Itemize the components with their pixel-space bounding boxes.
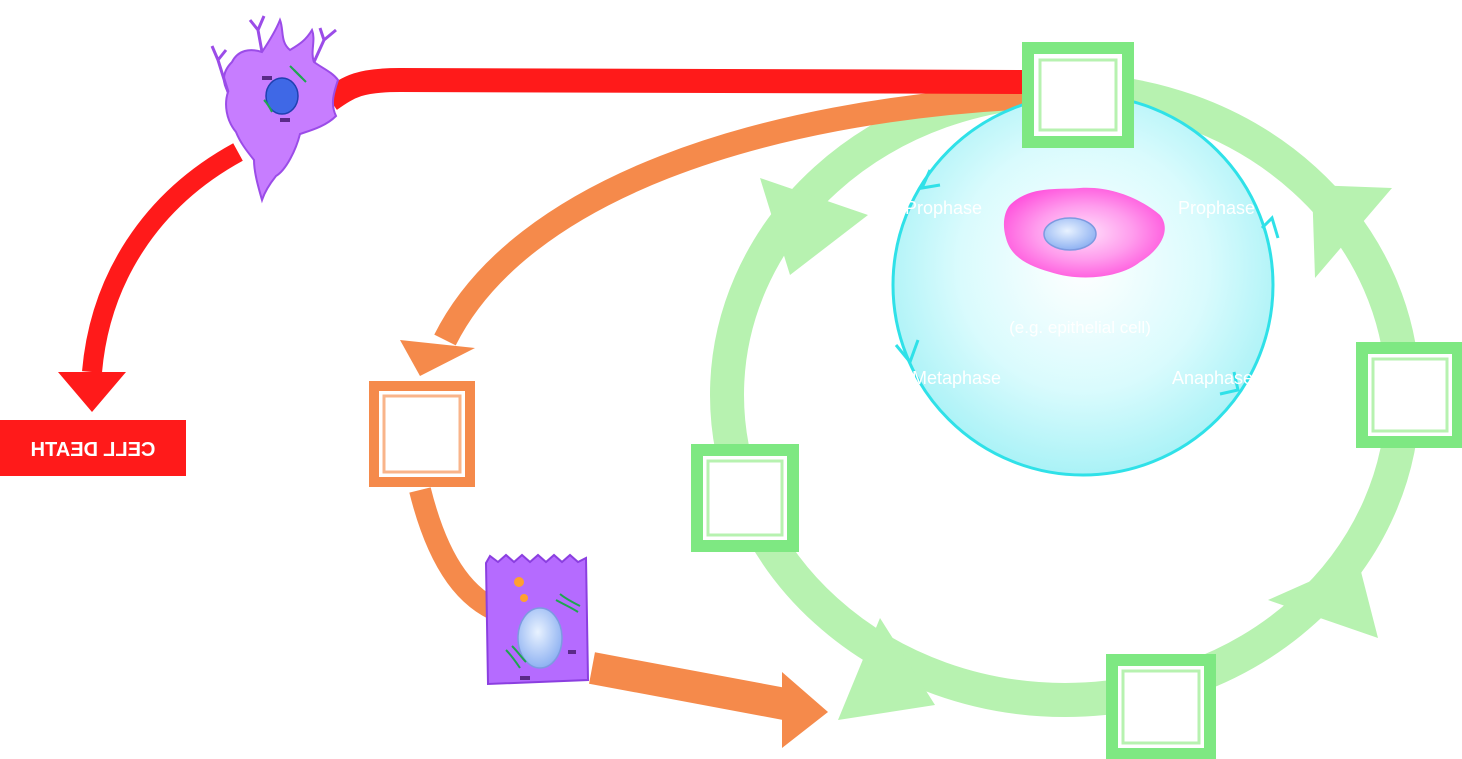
cycle-arrowheads [760, 178, 1392, 720]
green-box-bottom [1106, 654, 1216, 759]
phase-label-bottom-left: Metaphase [912, 368, 1001, 388]
green-box-left [691, 444, 799, 552]
phase-label-center: (e.g. epithelial cell) [1009, 318, 1151, 337]
cell-death-box: CELL DEATH [0, 420, 186, 476]
cycle-arrow-upper-left [760, 178, 868, 275]
cell-death-path [58, 67, 1036, 412]
phase-label-top-left: Prophase [905, 198, 982, 218]
red-arrowhead-down [58, 372, 126, 412]
orange-box-left [369, 381, 475, 487]
orange-arrowhead-down [400, 340, 475, 376]
green-box-right [1356, 342, 1462, 448]
cycle-arrow-lower-right [1268, 560, 1378, 638]
phase-label-bottom-right: Anaphase [1172, 368, 1253, 388]
green-box-top [1022, 42, 1134, 148]
cycle-arrow-lower-left [838, 618, 935, 720]
epithelial-cell-icon [484, 553, 590, 686]
cell-death-label: CELL DEATH [31, 439, 156, 461]
dividing-cell-icon [1003, 187, 1165, 278]
phase-label-top-right: Prophase [1178, 198, 1255, 218]
neuron-cell-icon [210, 15, 340, 204]
cycle-arrow-upper-right [1312, 185, 1392, 278]
orange-arrowhead-right [782, 672, 828, 748]
mitosis-sphere: Prophase Prophase (e.g. epithelial cell)… [891, 93, 1280, 477]
